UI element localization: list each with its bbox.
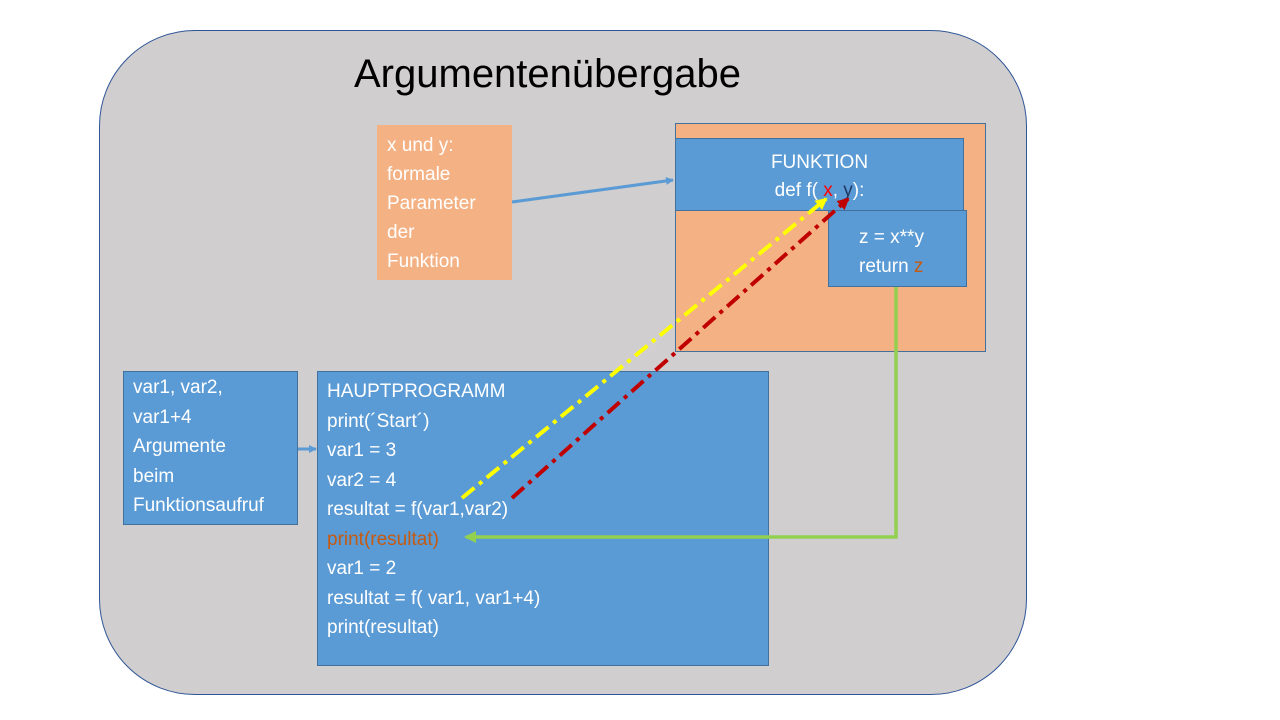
formal-parameters-note: x und y: formale Parameter der Funktion	[377, 125, 512, 280]
def-suffix: ):	[852, 180, 865, 201]
param-x: x	[823, 180, 833, 201]
note-line: Funktion	[387, 251, 460, 272]
def-prefix: def f(	[774, 180, 824, 201]
note-line: Parameter	[387, 193, 476, 214]
param-separator: ,	[832, 180, 844, 201]
return-line: return z	[859, 252, 966, 281]
code-line: var1 = 3	[327, 440, 397, 461]
function-definition: def f( x, y):	[676, 177, 963, 205]
function-body: z = x**y return z	[828, 210, 967, 287]
code-line: print(resultat)	[327, 617, 439, 638]
return-variable: z	[913, 256, 924, 277]
note-line: x und y:	[387, 135, 454, 156]
note-line: der	[387, 222, 415, 243]
code-line: resultat = f( var1, var1+4)	[327, 587, 541, 609]
main-heading: HAUPTPROGRAMM	[327, 381, 506, 402]
note-line: formale	[387, 164, 451, 185]
main-program: HAUPTPROGRAMM print(´Start´) var1 = 3 va…	[317, 371, 769, 666]
code-line: print(´Start´)	[327, 410, 430, 432]
note-line: Argumente	[133, 436, 226, 457]
param-y: y	[843, 180, 853, 201]
note-line: var1+4	[133, 406, 192, 428]
code-line-highlighted: print(resultat)	[327, 528, 439, 550]
code-line: var2 = 4	[327, 469, 397, 491]
var2-to-y-arrow	[510, 197, 850, 500]
function-heading: FUNKTION	[770, 152, 869, 173]
formal-parameter-arrow	[511, 176, 674, 204]
body-line: z = x**y	[859, 227, 924, 248]
arguments-note: var1, var2, var1+4 Argumente beim Funkti…	[123, 371, 298, 525]
return-keyword: return	[859, 256, 914, 277]
var1-to-x-arrow	[460, 197, 828, 500]
note-line: beim	[133, 465, 175, 487]
code-line: resultat = f(var1,var2)	[327, 499, 509, 520]
note-line: var1, var2,	[133, 377, 223, 398]
note-line: Funktionsaufruf	[133, 495, 264, 516]
return-value-arrow	[464, 287, 898, 543]
code-line: var1 = 2	[327, 558, 397, 579]
